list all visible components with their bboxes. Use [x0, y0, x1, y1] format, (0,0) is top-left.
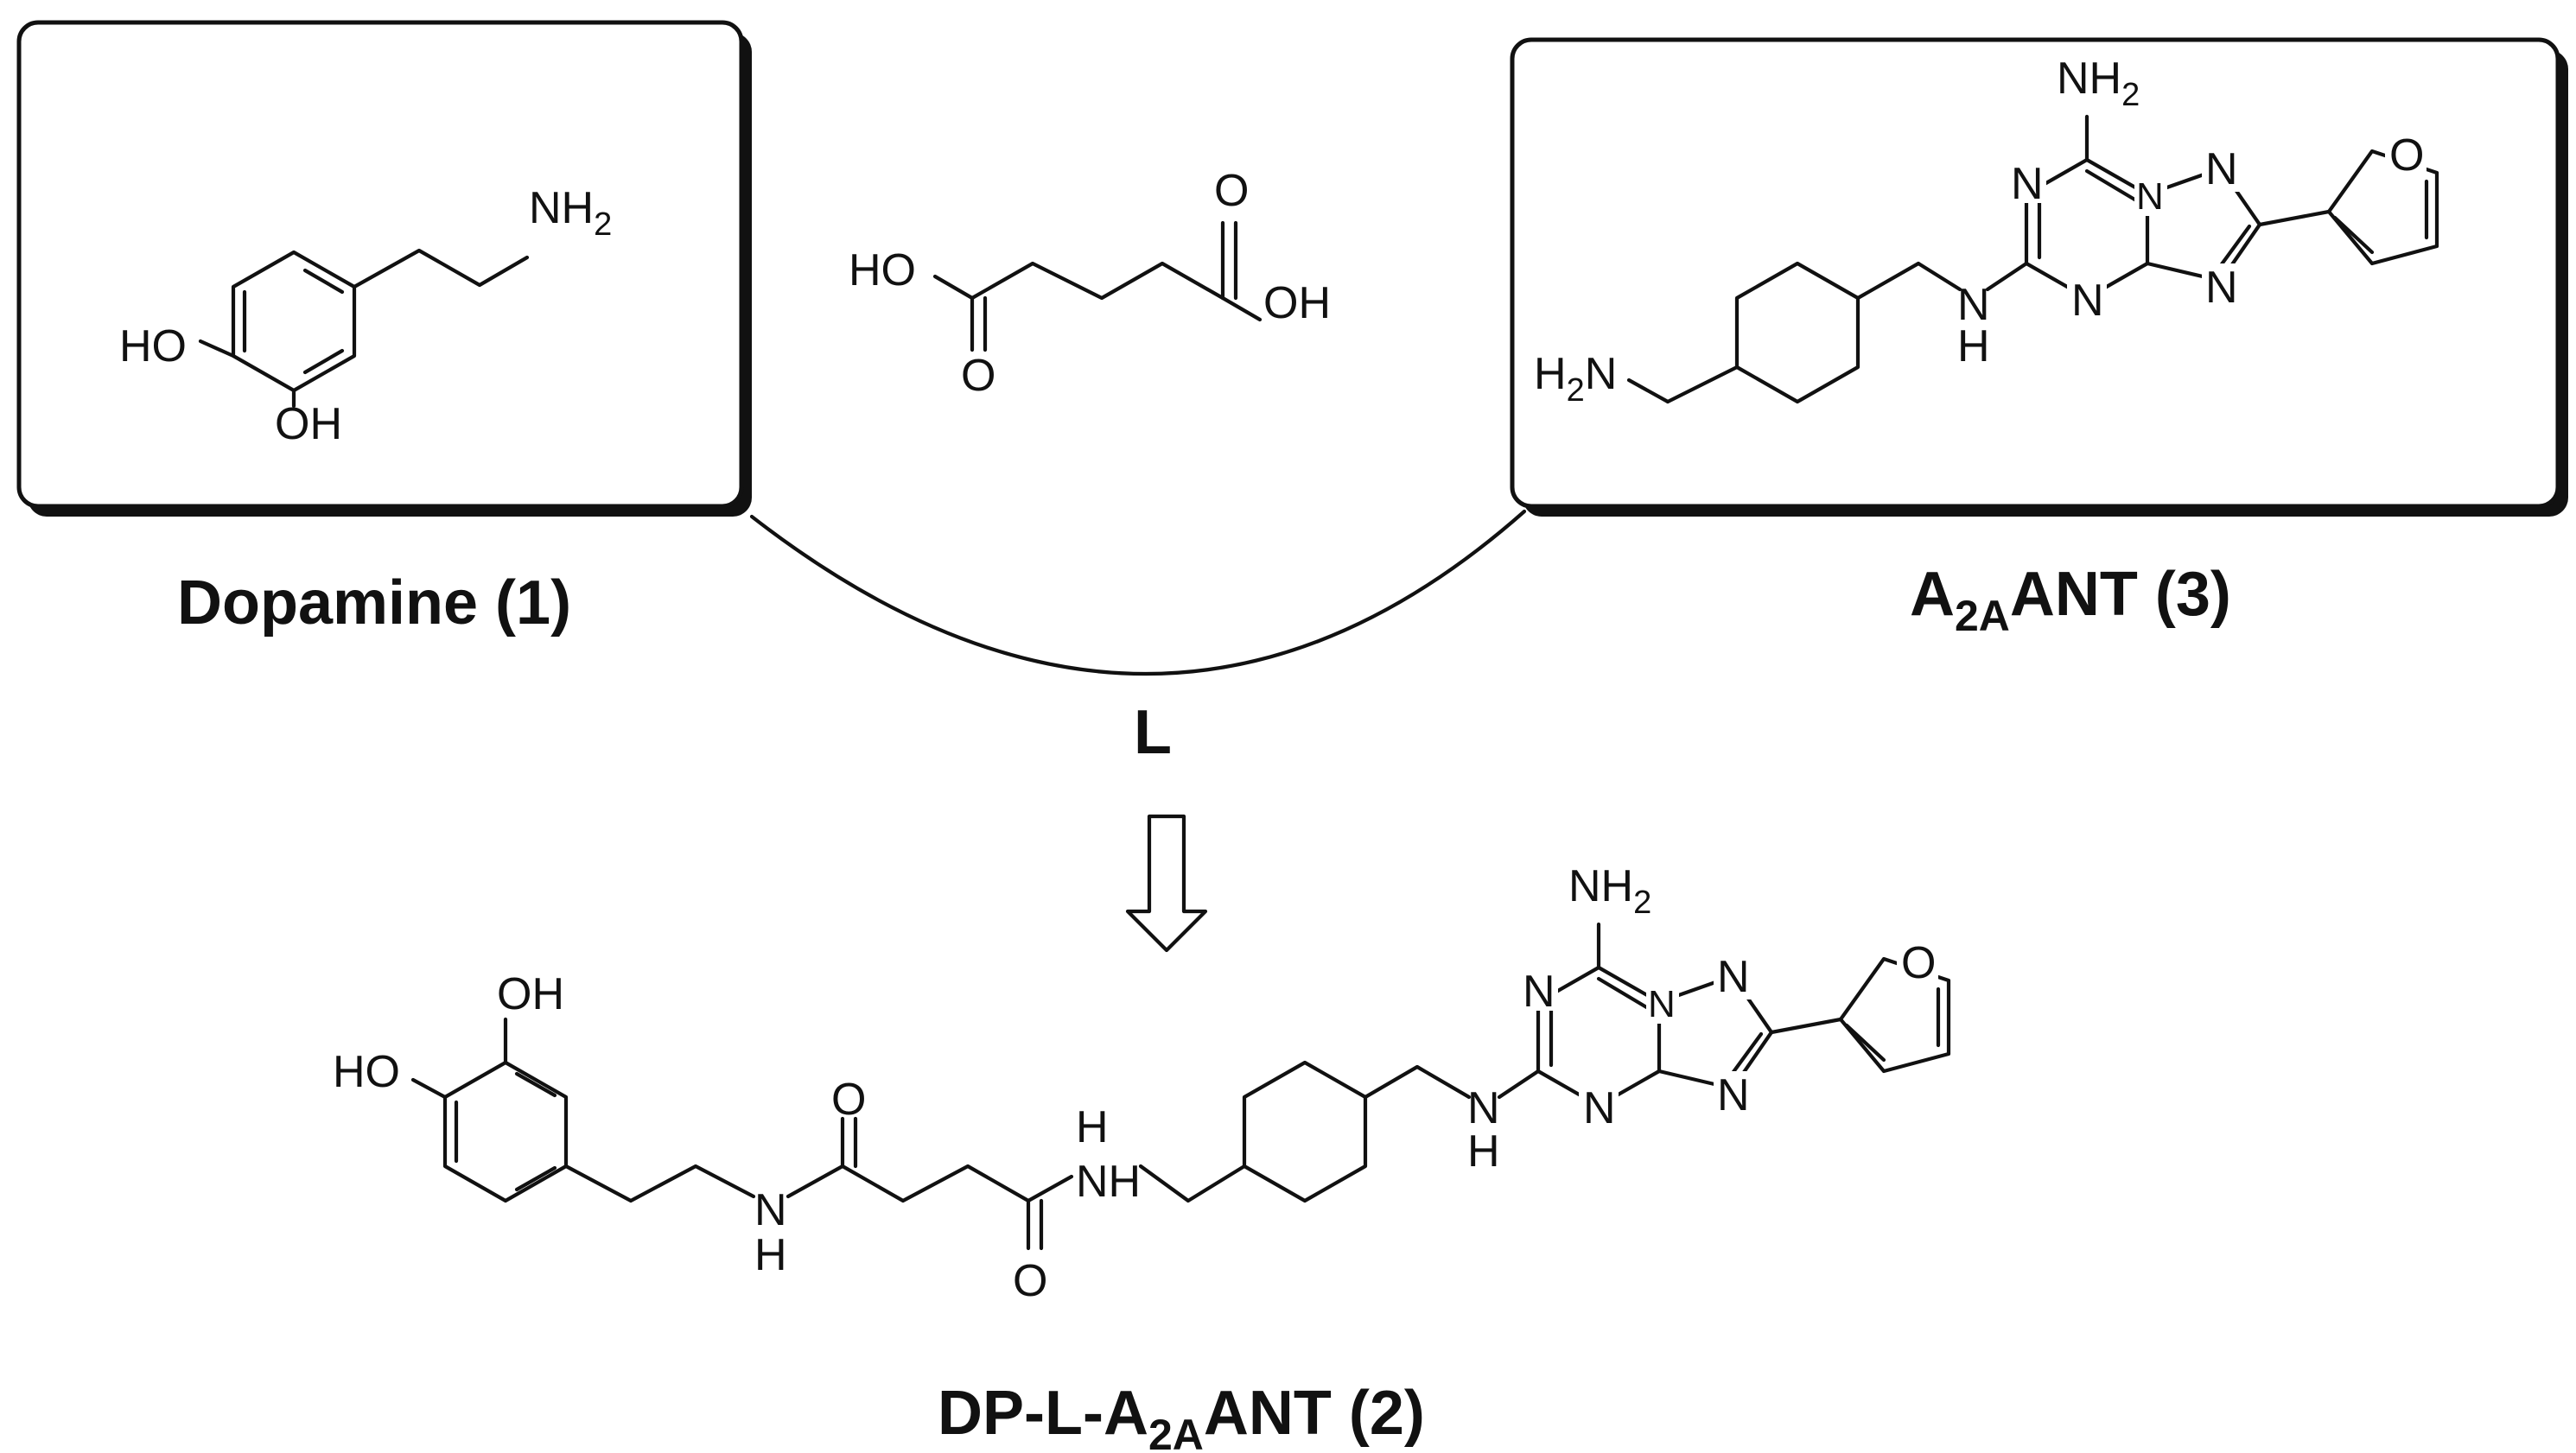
dopamine-box — [16, 20, 752, 517]
conjugate-nh-h: H — [1467, 1126, 1500, 1177]
antagonist-triazole-n2: N — [2205, 263, 2238, 313]
succinic-hydroxyl-right: OH — [1263, 278, 1331, 328]
antagonist-triazole-n1: N — [2205, 144, 2238, 194]
antagonist-nh-h: H — [1957, 321, 1990, 371]
conjugate-furan-o: O — [1901, 938, 1936, 988]
conjugate-amide-h2: H — [1076, 1102, 1109, 1152]
antagonist-triazine-n2: N — [2071, 276, 2104, 326]
conjugate-triazine-n1: N — [1523, 967, 1555, 1017]
linker-caption: L — [1134, 698, 1172, 767]
antagonist-nh: N — [1957, 280, 1990, 330]
conjugate-hydroxyl-3: OH — [497, 969, 564, 1019]
antagonist-caption: A2AANT (3) — [1910, 560, 2231, 640]
conjugate-hydroxyl-4: HO — [333, 1047, 400, 1097]
antagonist-amine-h2n: H2N — [1534, 349, 1617, 409]
dopamine-hydroxyl-3: OH — [275, 399, 342, 449]
conjugate-triazole-n2: N — [1717, 1070, 1750, 1120]
dopamine-amine-label: NH2 — [529, 183, 612, 243]
conjugate-caption: DP-L-A2AANT (2) — [938, 1379, 1425, 1453]
conjugate-triazine-n2: N — [1583, 1083, 1616, 1133]
conjugate-bridge-n: N — [1648, 983, 1676, 1025]
succinic-acid-structure: HO O O OH — [849, 166, 1331, 401]
conjugate-amino-nh2: NH2 — [1568, 861, 1651, 921]
dopamine-structure: NH2 HO OH — [119, 183, 612, 449]
antagonist-bridge-n: N — [2136, 175, 2164, 218]
antagonist-box — [1510, 37, 2568, 517]
conjugate-amide-n1: N — [754, 1185, 787, 1235]
conjugate-amide-h1: H — [754, 1230, 787, 1280]
conjugate-carbonyl-1: O — [831, 1075, 866, 1125]
conjugate-triazole-n1: N — [1717, 952, 1750, 1002]
dopamine-caption: Dopamine (1) — [177, 568, 571, 638]
conjugate-nh: N — [1467, 1083, 1500, 1133]
conjugate-structure: HO OH N H O O NH H N H O — [333, 861, 1951, 1306]
antagonist-furan-o: O — [2389, 130, 2424, 181]
succinic-carbonyl-left: O — [961, 351, 995, 401]
dopamine-hydroxyl-4: HO — [119, 321, 187, 371]
conjugate-carbonyl-2: O — [1013, 1256, 1047, 1306]
reaction-arrow — [1125, 814, 1208, 953]
antagonist-structure: H2N N H O N N N N N NH2 — [1534, 54, 2439, 409]
conjugate-amide-n2: NH — [1076, 1157, 1141, 1207]
antagonist-amino-nh2: NH2 — [2057, 54, 2140, 113]
linker-arc — [749, 509, 1527, 676]
succinic-hydroxyl-left: HO — [849, 245, 916, 295]
succinic-carbonyl-right: O — [1214, 166, 1249, 216]
antagonist-triazine-n1: N — [2011, 159, 2044, 209]
